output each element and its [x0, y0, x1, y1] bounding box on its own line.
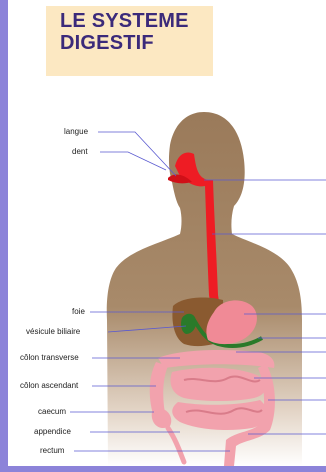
label-foie: foie [72, 307, 85, 317]
label-appendice: appendice [34, 427, 71, 437]
diagram-sheet: LE SYSTEME DIGESTIF [8, 0, 326, 466]
label-vesicule-biliaire: vésicule biliaire [26, 327, 80, 337]
label-colon-ascendant: côlon ascendant [20, 381, 78, 391]
label-colon-transverse: côlon transverse [20, 353, 79, 363]
label-caecum: caecum [38, 407, 66, 417]
digestive-system-diagram [8, 0, 326, 466]
label-langue: langue [64, 127, 88, 137]
label-rectum: rectum [40, 446, 64, 456]
label-dent: dent [72, 147, 88, 157]
